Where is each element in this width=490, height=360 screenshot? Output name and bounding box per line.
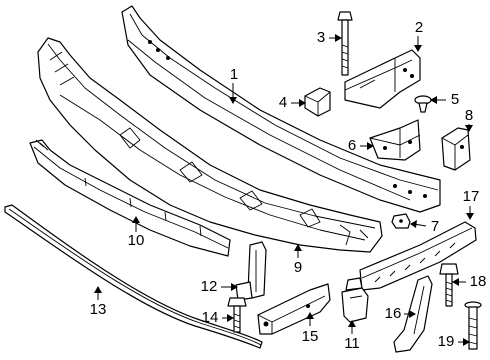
part-19-stud (464, 301, 482, 350)
callout-9: 9 (294, 259, 302, 276)
part-13-seal-strip (4, 204, 263, 349)
part-2-upper-bracket (344, 49, 421, 109)
callout-3: 3 (317, 29, 325, 46)
part-6-mount-bracket (369, 119, 421, 161)
callout-4: 4 (279, 94, 287, 111)
part-7-clip-nut (391, 213, 411, 229)
callout-19: 19 (438, 333, 455, 350)
callout-5: 5 (451, 91, 459, 108)
callout-1: 1 (230, 66, 238, 83)
callout-15: 15 (302, 328, 319, 345)
callout-numbers: 1 2 3 4 5 6 7 8 9 10 11 12 13 14 15 16 1… (90, 19, 487, 352)
part-1-reinforcement-beam (121, 5, 441, 213)
part-14-bolt (227, 297, 247, 333)
part-12-vertical-bracket (235, 241, 267, 301)
callout-11: 11 (344, 335, 360, 352)
part-15-crash-box (257, 283, 331, 335)
part-9-energy-absorber (37, 37, 383, 253)
leader-lines (94, 34, 474, 346)
callout-13: 13 (90, 301, 107, 318)
callout-12: 12 (201, 278, 218, 295)
part-17-lower-rail (359, 221, 477, 291)
callout-2: 2 (415, 19, 423, 36)
part-18-bolt (439, 263, 459, 307)
part-5-push-clip (414, 95, 432, 113)
part-4-small-bracket (304, 87, 331, 117)
part-10-lower-deflector (29, 139, 231, 257)
part-3-long-bolt (337, 11, 353, 76)
callout-7: 7 (431, 218, 439, 235)
callout-14: 14 (202, 309, 219, 326)
callout-10: 10 (128, 232, 145, 249)
part-11-sensor-mount (341, 277, 369, 323)
callout-17: 17 (463, 188, 480, 205)
callout-18: 18 (470, 273, 487, 290)
callout-8: 8 (465, 107, 473, 124)
callout-16: 16 (385, 305, 402, 322)
callout-6: 6 (348, 137, 356, 154)
part-8-side-bracket (441, 127, 471, 171)
